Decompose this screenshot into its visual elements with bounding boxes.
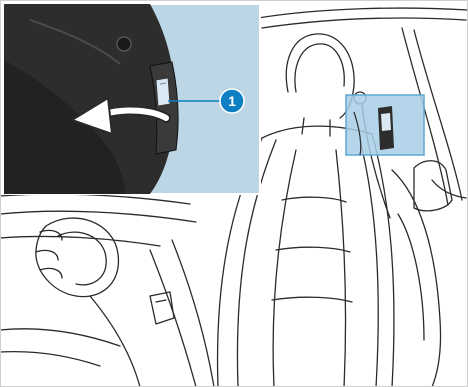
door-panel-line-2 <box>0 352 100 366</box>
backrest-quilt-1 <box>282 197 346 202</box>
callout-1-icon: 1 <box>220 89 244 113</box>
dash-line-3 <box>0 236 160 246</box>
backrest-quilt-2 <box>276 247 350 252</box>
zoom-inset: 1 <box>4 4 260 194</box>
seatbelt-buckle <box>150 292 174 324</box>
steering-wheel-inner <box>58 232 106 285</box>
console-right <box>172 240 214 387</box>
backrest-center-seam-left <box>273 150 296 387</box>
steering-column <box>90 296 140 387</box>
backrest-quilt-3 <box>272 297 352 302</box>
headrest-post-left <box>302 118 304 134</box>
window-frame-top <box>262 18 466 28</box>
backrest-center-seam-right <box>336 150 346 387</box>
hand-knuckle-2 <box>36 250 58 260</box>
dash-line-2 <box>0 211 196 222</box>
headrest-inner <box>295 44 344 92</box>
dash-line-1 <box>0 194 190 204</box>
roof-line <box>258 8 468 18</box>
side-bolster <box>392 170 441 387</box>
buckle-slot <box>156 300 166 302</box>
door-panel-line <box>0 329 120 346</box>
inset-knob <box>117 37 131 51</box>
door-pull <box>414 161 452 211</box>
backrest-right-inner <box>360 140 378 387</box>
callout-number: 1 <box>228 93 236 109</box>
hand-knuckle-3 <box>40 268 62 278</box>
lever-release-icon <box>156 78 170 106</box>
side-bolster-inner <box>398 214 424 340</box>
